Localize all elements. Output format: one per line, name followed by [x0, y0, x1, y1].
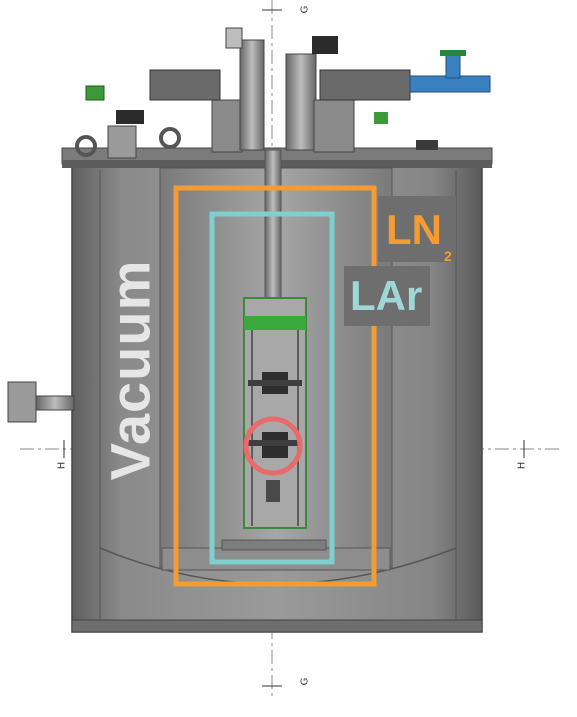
section-marker-h-right: H	[516, 461, 528, 470]
lar-label-box	[344, 266, 430, 326]
lifting-eye-center	[159, 127, 181, 149]
valve-manifold-left	[149, 69, 221, 101]
inner-vessel-bottom-plate	[161, 547, 391, 571]
vacuum-label: Vacuum	[98, 259, 162, 481]
lar-outline	[209, 211, 335, 565]
lifting-eye-left	[75, 135, 97, 157]
detector-top-plate	[244, 316, 306, 330]
top-port-left	[211, 99, 243, 153]
top-pipe-right	[285, 53, 317, 151]
top-pipe-left	[239, 39, 265, 151]
detector-assembly	[243, 297, 307, 529]
section-marker-h-left: H	[56, 461, 68, 470]
handwheel	[312, 36, 338, 54]
ln2-label: LN	[386, 206, 442, 253]
ln2-label-box	[378, 196, 456, 262]
central-tube	[264, 149, 282, 301]
valve-manifold-right	[319, 69, 411, 101]
vessel-base	[71, 619, 483, 633]
lar-label: LAr	[350, 272, 423, 319]
ln2-outline	[173, 185, 377, 587]
section-marker-g-bottom: G	[299, 677, 311, 686]
side-valve	[7, 381, 37, 423]
highlight-circle	[243, 416, 303, 476]
top-port-right	[313, 99, 355, 153]
side-port-left	[107, 125, 137, 159]
section-marker-g-top: G	[299, 5, 311, 14]
ln2-subscript: 2	[444, 248, 452, 264]
